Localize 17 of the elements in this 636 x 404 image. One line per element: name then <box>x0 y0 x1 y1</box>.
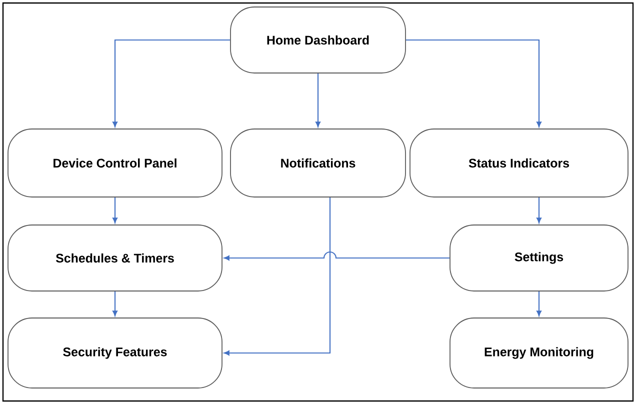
rounded-box: Energy Monitoring <box>450 318 628 388</box>
arrow <box>536 197 542 224</box>
rounded-box: Home Dashboard <box>230 6 406 74</box>
arrow <box>406 39 542 128</box>
rounded-box: Status Indicators <box>410 128 628 198</box>
arrow <box>112 197 118 224</box>
rounded-box: Security Features <box>8 318 222 388</box>
rounded-box: Notifications <box>230 128 406 198</box>
arrow <box>224 251 450 261</box>
arrow <box>536 291 542 316</box>
arrow <box>112 39 230 128</box>
arrow <box>112 291 118 316</box>
arrow <box>316 73 321 128</box>
rounded-box: Schedules & Timers <box>8 224 222 292</box>
arrow <box>224 197 331 356</box>
rounded-box: Settings <box>450 224 628 292</box>
rounded-box: Device Control Panel <box>8 128 222 198</box>
